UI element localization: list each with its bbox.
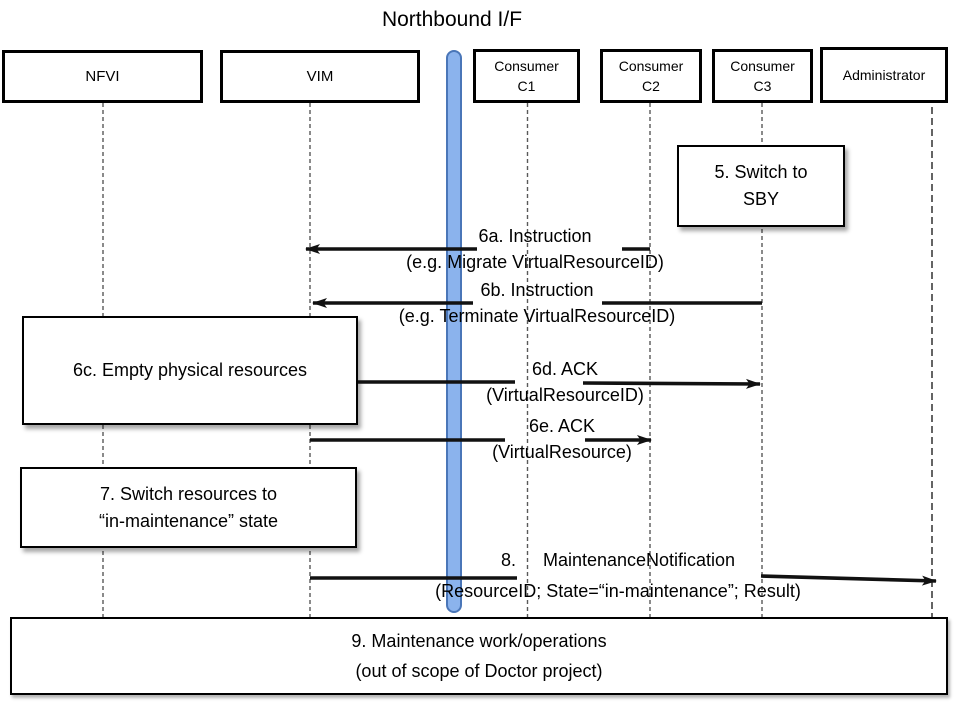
message-6e-ack: 6e. ACK (VirtualResource): [437, 413, 687, 465]
northbound-if-bar: [446, 50, 462, 613]
message-6a-line1: 6a. Instruction: [478, 226, 592, 246]
actor-box-nfvi: NFVI: [2, 50, 203, 103]
message-6b-line2: (e.g. Terminate VirtualResourceID): [398, 306, 676, 326]
actor-box-consumer-c3: Consumer C3: [712, 49, 813, 103]
message-6a-line2: (e.g. Migrate VirtualResourceID): [406, 252, 664, 272]
message-6d-line2: (VirtualResourceID): [486, 385, 644, 405]
actor-box-consumer-c1: Consumer C1: [473, 49, 580, 103]
note-switch-resources-line1: 7. Switch resources to: [99, 483, 278, 504]
actor-box-vim: VIM: [220, 50, 420, 103]
actor-label-administrator: Administrator: [842, 67, 926, 83]
actor-box-administrator: Administrator: [820, 47, 948, 103]
actor-sublabel-consumer-c3: C3: [753, 78, 772, 94]
message-8-line2: (ResourceID; State=“in-maintenance”; Res…: [435, 581, 801, 601]
note-switch-to-sby-line2: SBY: [742, 189, 780, 209]
message-6b-line1: 6b. Instruction: [480, 280, 594, 300]
note-empty-physical-resources: 6c. Empty physical resources: [22, 316, 358, 425]
note-maintenance-work-line1: 9. Maintenance work/operations: [351, 631, 607, 651]
message-8-line1: 8. MaintenanceNotification: [500, 550, 736, 570]
actor-label-nfvi: NFVI: [85, 67, 120, 85]
actor-label-consumer-c2: Consumer: [618, 58, 684, 74]
message-6e-line2: (VirtualResource): [492, 442, 632, 462]
message-6a-instruction: 6a. Instruction (e.g. Migrate VirtualRes…: [365, 223, 705, 275]
note-maintenance-work: 9. Maintenance work/operations (out of s…: [10, 617, 948, 695]
actor-sublabel-consumer-c2: C2: [642, 78, 660, 94]
actor-sublabel-consumer-c1: C1: [517, 78, 536, 94]
message-8-maintenance-notification: 8. MaintenanceNotification (ResourceID; …: [390, 545, 846, 607]
message-6e-line1: 6e. ACK: [528, 416, 596, 436]
note-switch-to-sby-line1: 5. Switch to: [714, 162, 808, 182]
message-6d-ack: 6d. ACK (VirtualResourceID): [440, 356, 690, 408]
actor-box-consumer-c2: Consumer C2: [600, 49, 702, 103]
message-6b-instruction: 6b. Instruction (e.g. Terminate VirtualR…: [367, 277, 707, 329]
note-switch-resources-in-maintenance: 7. Switch resources to “in-maintenance” …: [20, 467, 357, 548]
message-6d-line1: 6d. ACK: [531, 359, 599, 379]
actor-label-consumer-c1: Consumer: [494, 58, 559, 74]
note-empty-physical-resources-line1: 6c. Empty physical resources: [72, 360, 308, 380]
diagram-title: Northbound I/F: [381, 8, 523, 31]
note-switch-resources-line2: “in-maintenance” state: [98, 510, 279, 531]
actor-label-vim: VIM: [306, 67, 334, 85]
note-maintenance-work-line2: (out of scope of Doctor project): [355, 661, 603, 681]
actor-label-consumer-c3: Consumer: [730, 58, 795, 74]
note-switch-to-sby: 5. Switch to SBY: [677, 145, 845, 227]
